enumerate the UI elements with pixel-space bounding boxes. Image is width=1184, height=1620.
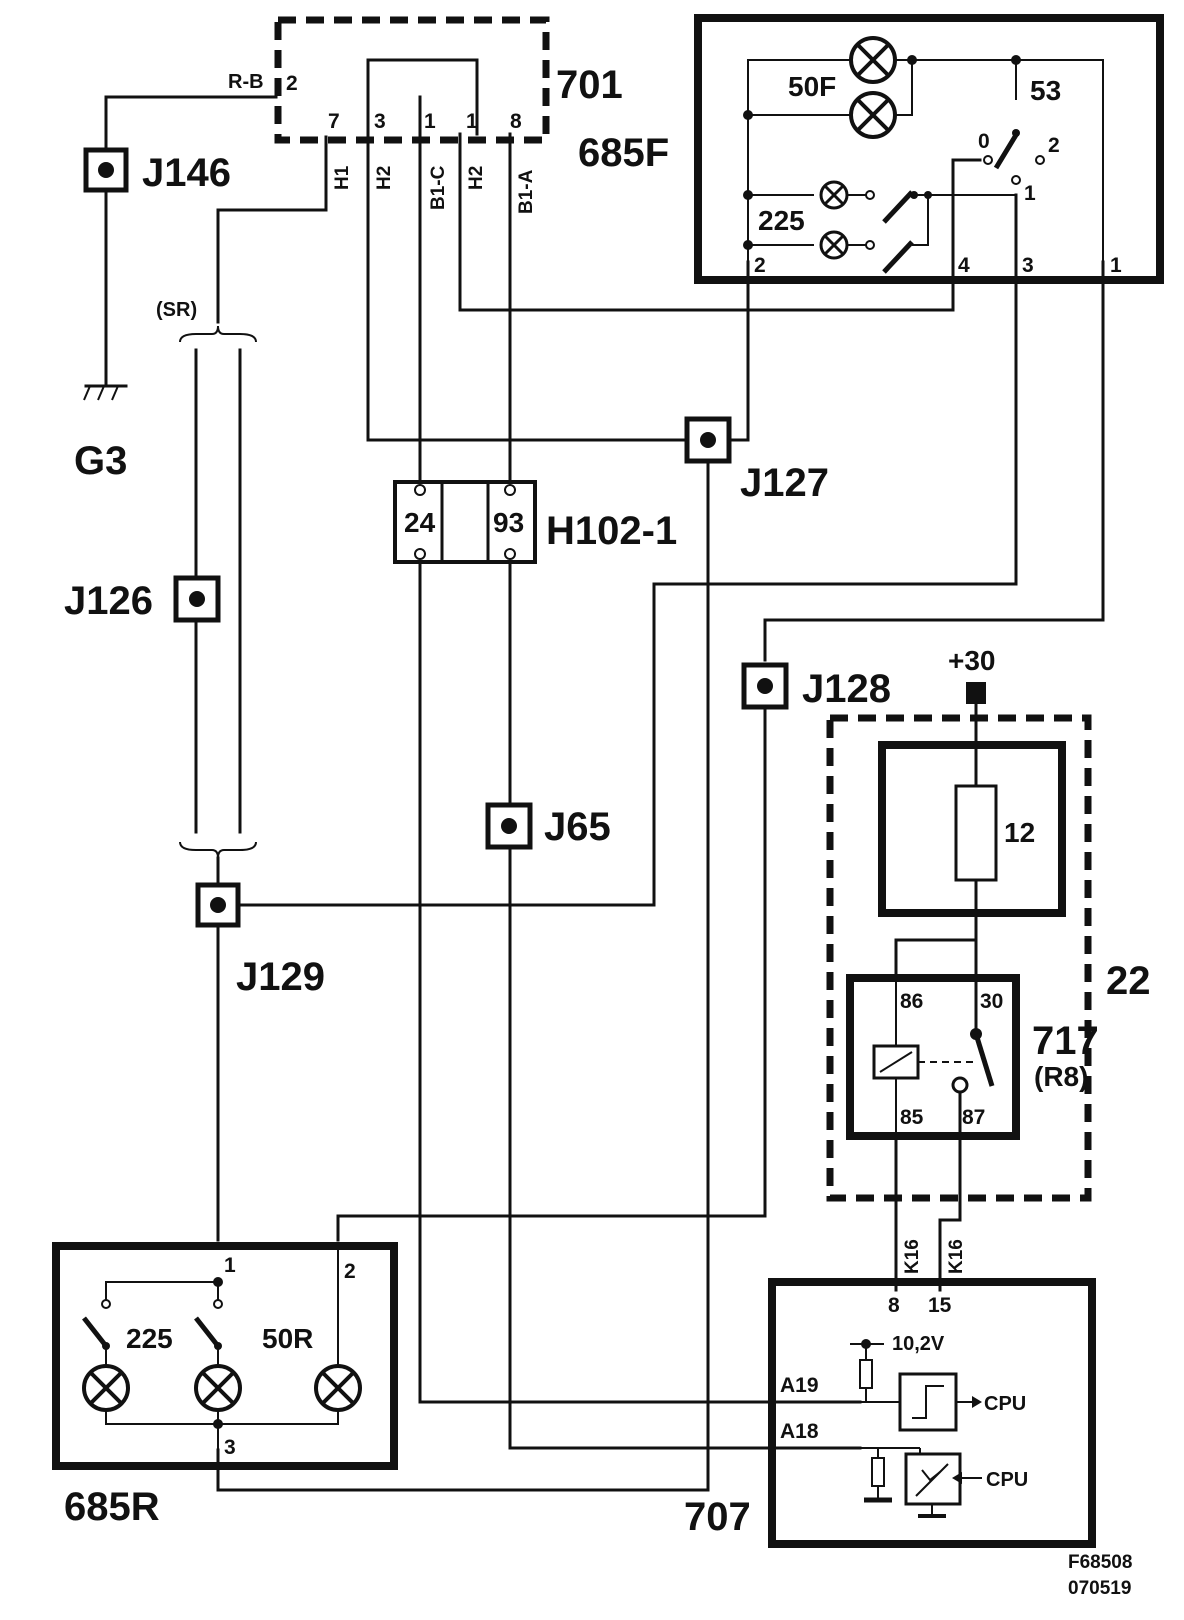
- pin-label: 85: [900, 1106, 924, 1129]
- lamp-icon: [849, 36, 897, 84]
- switch-icon: [983, 129, 1045, 185]
- figure-code-line: 070519: [1068, 1578, 1131, 1599]
- connector-j146: J146: [83, 147, 231, 195]
- pin-label: 2: [754, 254, 766, 277]
- shield-label: (SR): [156, 299, 197, 321]
- wire-color-label: R-B: [228, 71, 264, 93]
- voltage-label: 10,2V: [892, 1333, 945, 1355]
- front-lamp-685f: 685F 50F: [578, 14, 1164, 284]
- wire-label: H2: [374, 166, 395, 190]
- wire-label: H1: [332, 165, 353, 190]
- connector-j65: J65: [485, 802, 611, 850]
- switch-label: 53: [1030, 75, 1061, 106]
- relay-sublabel: (R8): [1034, 1061, 1088, 1092]
- connector-label: J128: [802, 667, 891, 711]
- lamp-icon: [819, 180, 849, 210]
- connector-label: J129: [236, 955, 325, 999]
- wire-label: K16: [946, 1239, 967, 1274]
- pin-label: 3: [224, 1436, 236, 1459]
- pin-label: 1: [224, 1254, 236, 1277]
- pin-label: 24: [404, 507, 436, 538]
- pin-label: A18: [780, 1420, 819, 1443]
- relay-717: 717 (R8) 86 30 85 87: [846, 974, 1099, 1140]
- pin-label: 1: [1110, 254, 1122, 277]
- wires: [104, 58, 1105, 1492]
- pin-label: 86: [900, 990, 923, 1013]
- output-driver-icon: [860, 1447, 982, 1518]
- lamp-icon: [194, 1364, 242, 1412]
- schmitt-trigger-icon: [860, 1372, 982, 1432]
- switch-position-label: 0: [978, 130, 990, 153]
- shield: (SR): [156, 299, 257, 859]
- cpu-label: CPU: [984, 1393, 1026, 1415]
- lamp-icon: [849, 91, 897, 139]
- relay-contact-icon: [951, 976, 995, 1138]
- connector-label: J146: [142, 151, 231, 195]
- rear-lamp-label: 685R: [64, 1485, 160, 1529]
- lamp-label: 225: [126, 1323, 173, 1354]
- pullup-resistor-icon: [850, 1339, 884, 1402]
- figure-code: F68508 070519: [1068, 1552, 1132, 1599]
- fuse-box-label: 22: [1106, 959, 1151, 1003]
- fuse-label: 12: [1004, 817, 1035, 848]
- module-label: 707: [684, 1495, 751, 1539]
- fuse-box-22: 22 12: [826, 714, 1151, 1202]
- supply-label: +30: [948, 645, 996, 676]
- connector-h102-label: H102-1: [546, 509, 677, 553]
- switch-position-label: 2: [1048, 134, 1060, 157]
- connector-label: J65: [544, 805, 611, 849]
- pin-label: 93: [493, 507, 524, 538]
- relay-coil-icon: [872, 978, 978, 1138]
- pin-label: 3: [374, 110, 386, 133]
- lamp-label: 50R: [262, 1323, 313, 1354]
- connector-701-label: 701: [556, 63, 623, 107]
- front-lamp-label: 685F: [578, 131, 669, 175]
- pulldown-resistor-icon: [864, 1448, 892, 1503]
- pin-label: 4: [958, 254, 970, 277]
- pin-label: 1: [424, 110, 436, 133]
- cpu-label: CPU: [986, 1469, 1028, 1491]
- wire-label: H2: [466, 166, 487, 190]
- connector-j127: J127: [684, 416, 829, 505]
- switch-position-label: 1: [1024, 182, 1036, 205]
- module-707: 707 K16 K16 8 15 A19 A18 10,2V CPU: [684, 1239, 1096, 1548]
- pin-label: 30: [980, 990, 1003, 1013]
- ground-label: G3: [74, 439, 127, 483]
- pin-label: 2: [344, 1260, 356, 1283]
- pin-label: 15: [928, 1294, 952, 1317]
- lamp-icon: [82, 1364, 130, 1412]
- lamp-label: 225: [758, 205, 805, 236]
- lamp-label: 50F: [788, 71, 836, 102]
- wire-label: B1-A: [516, 169, 537, 214]
- wire-label: K16: [902, 1239, 923, 1274]
- pin-label: A19: [780, 1374, 819, 1397]
- connector-j126: J126: [64, 575, 221, 623]
- connector-label: J127: [740, 461, 829, 505]
- ground-symbol: G3: [74, 384, 128, 483]
- lamp-icon: [314, 1364, 362, 1412]
- connector-label: J126: [64, 579, 153, 623]
- wire-label: B1-C: [428, 165, 449, 210]
- pin-label: 8: [510, 110, 522, 133]
- connector-j129: J129: [195, 882, 325, 999]
- pin-label: 3: [1022, 254, 1034, 277]
- figure-code-line: F68508: [1068, 1552, 1132, 1573]
- pin-label: 1: [466, 110, 478, 133]
- connector-j128: J128: [741, 662, 891, 711]
- rear-lamp-685r: 685R 225 50R 1 2: [52, 1242, 398, 1529]
- pin-label: 87: [962, 1106, 985, 1129]
- connector-701: 701 R-B 2 7 3 1 1 8 H1 H2 B1-C H2 B1-A: [228, 16, 623, 214]
- pin-label: 2: [286, 72, 298, 95]
- connector-h102-1: 24 93 H102-1: [393, 480, 677, 564]
- pin-label: 8: [888, 1294, 900, 1317]
- lamp-icon: [819, 230, 849, 260]
- supply-terminal: +30: [948, 645, 996, 704]
- relay-label: 717: [1032, 1019, 1099, 1063]
- pin-label: 7: [328, 110, 340, 133]
